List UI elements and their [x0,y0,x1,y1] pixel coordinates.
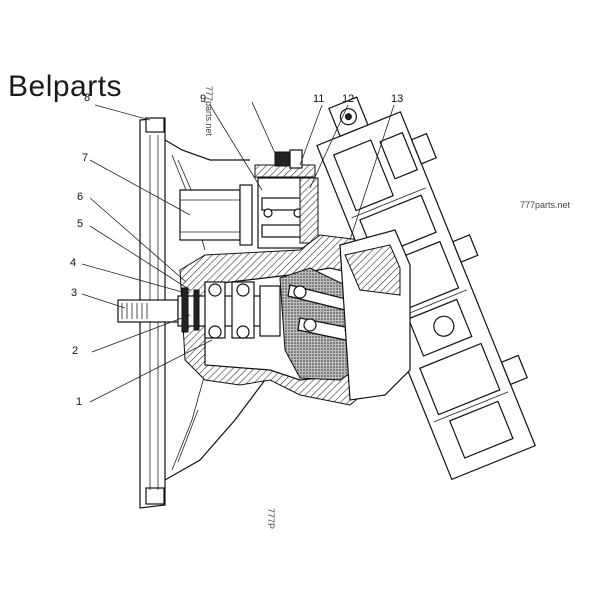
callout-2: 2 [72,345,79,357]
callout-13: 13 [391,93,404,105]
callout-1: 1 [76,396,83,408]
callout-4: 4 [70,257,77,269]
watermark-right: 777parts.net [520,200,571,210]
callout-9: 9 [200,93,207,105]
end-cover [339,229,411,401]
callout-12: 12 [342,93,355,105]
brand-logo-text: Belparts [8,70,123,103]
callout-3: 3 [71,287,78,299]
charge-pump-section [254,149,319,249]
leader-lines [81,101,395,403]
callout-8: 8 [84,92,91,104]
callout-11: 11 [313,93,325,105]
coupling-housing [179,184,253,246]
drive-shaft-assembly [117,281,281,339]
watermark-bottom: 777P [266,508,276,530]
callout-6: 6 [77,191,84,203]
callout-5: 5 [77,218,84,230]
callout-7: 7 [82,152,89,164]
